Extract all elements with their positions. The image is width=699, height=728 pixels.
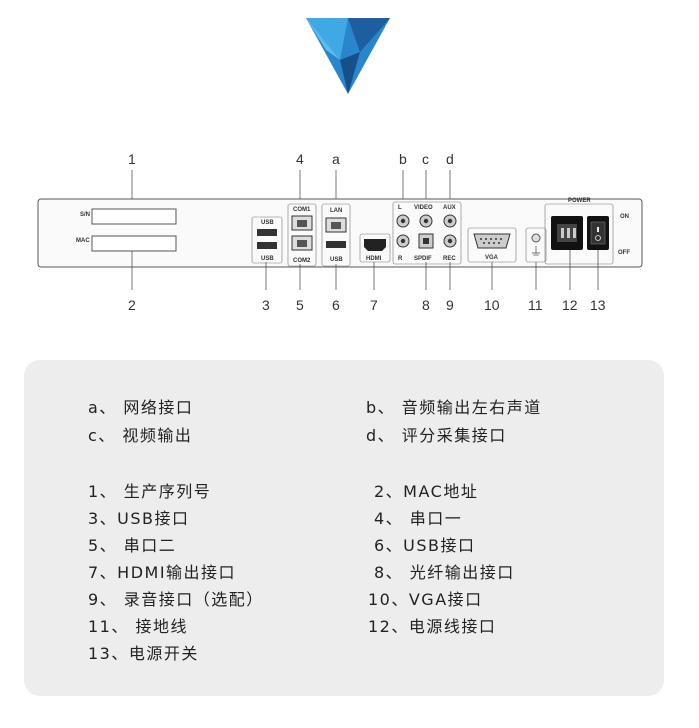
callout-d: d: [446, 151, 454, 167]
legend-item-b: b、 音频输出左右声道: [366, 398, 542, 417]
legend-item-c: c、 视频输出: [88, 426, 193, 445]
serial-number-plate: [91, 208, 177, 225]
brand-logo-icon: [306, 18, 390, 94]
on-label: ON: [620, 214, 629, 220]
legend-item-7: 7、HDMI输出接口: [88, 563, 237, 582]
power-label: POWER: [568, 198, 591, 204]
callout-1: 1: [128, 151, 136, 167]
callout-8: 8: [422, 297, 430, 313]
hdmi-port: [364, 239, 386, 251]
callout-c: c: [422, 151, 429, 167]
callout-10: 10: [484, 297, 500, 313]
rec-jack: [443, 234, 457, 248]
callout-3: 3: [262, 297, 270, 313]
rear-panel-diagram: 1 4 a b c d S/N MAC USB USB COM1 COM2 LA…: [37, 151, 643, 313]
legend-item-13: 13、电源开关: [88, 644, 199, 663]
legend-item-3: 3、USB接口: [88, 509, 190, 528]
legend-item-2: 2、MAC地址: [374, 482, 479, 501]
legend-item-10: 10、VGA接口: [368, 590, 483, 609]
legend-item-4: 4、 串口一: [374, 509, 463, 528]
callout-13: 13: [590, 297, 606, 313]
sn-label: S/N: [80, 212, 90, 218]
callout-7: 7: [370, 297, 378, 313]
callout-6: 6: [332, 297, 340, 313]
legend-item-a: a、 网络接口: [88, 398, 194, 417]
mac-address-plate: [91, 235, 177, 252]
legend-item-6: 6、USB接口: [374, 536, 476, 555]
legend-item-11: 11、 接地线: [88, 617, 188, 636]
off-label: OFF: [618, 250, 630, 256]
callout-5: 5: [296, 297, 304, 313]
hdmi-label: HDMI: [366, 256, 382, 262]
rca-right-jack: [396, 234, 410, 248]
audio-l-label: L: [398, 205, 402, 211]
lan-usb-label: USB: [330, 257, 343, 263]
callout-12: 12: [562, 297, 578, 313]
usb-port-lower: [257, 242, 277, 249]
usb-port-upper: [257, 229, 277, 236]
legend-panel: a、 网络接口 b、 音频输出左右声道 c、 视频输出 d、 评分采集接口 1、…: [24, 360, 664, 696]
callout-b: b: [399, 151, 407, 167]
audio-r-label: R: [398, 256, 403, 262]
callout-a: a: [332, 151, 340, 167]
video-label: VIDEO: [414, 205, 433, 211]
legend-item-1: 1、 生产序列号: [88, 482, 212, 501]
usb-bottom-label: USB: [261, 256, 274, 262]
device-chassis: [37, 198, 643, 268]
aux-score-jack: [443, 214, 457, 228]
usb-port-lan-side: [326, 241, 346, 248]
rca-left-jack: [396, 214, 410, 228]
ground-screw-icon: [531, 233, 541, 243]
spdif-optical-port: [418, 233, 434, 249]
com1-label: COM1: [293, 207, 311, 213]
legend-item-9: 9、 录音接口（选配）: [88, 590, 264, 609]
vga-label: VGA: [485, 255, 499, 261]
rec-label: REC: [443, 256, 456, 262]
legend-item-5: 5、 串口二: [88, 536, 177, 555]
legend-item-d: d、 评分采集接口: [366, 426, 507, 445]
legend-item-12: 12、电源线接口: [368, 617, 497, 636]
vga-port: [473, 233, 511, 249]
callout-4: 4: [296, 151, 304, 167]
rca-video-jack: [419, 214, 433, 228]
callout-9: 9: [446, 297, 454, 313]
power-inlet: [551, 216, 583, 250]
lan-label: LAN: [330, 208, 342, 214]
ground-symbol-icon: [532, 246, 540, 256]
spdif-label: SPDIF: [414, 256, 432, 262]
legend-item-8: 8、 光纤输出接口: [374, 563, 515, 582]
mac-label: MAC: [76, 238, 90, 244]
power-switch: [587, 216, 609, 250]
usb-top-label: USB: [261, 220, 274, 226]
aux-label: AUX: [443, 205, 456, 211]
callout-11: 11: [528, 297, 543, 313]
callout-2: 2: [128, 297, 136, 313]
com2-label: COM2: [293, 258, 311, 264]
